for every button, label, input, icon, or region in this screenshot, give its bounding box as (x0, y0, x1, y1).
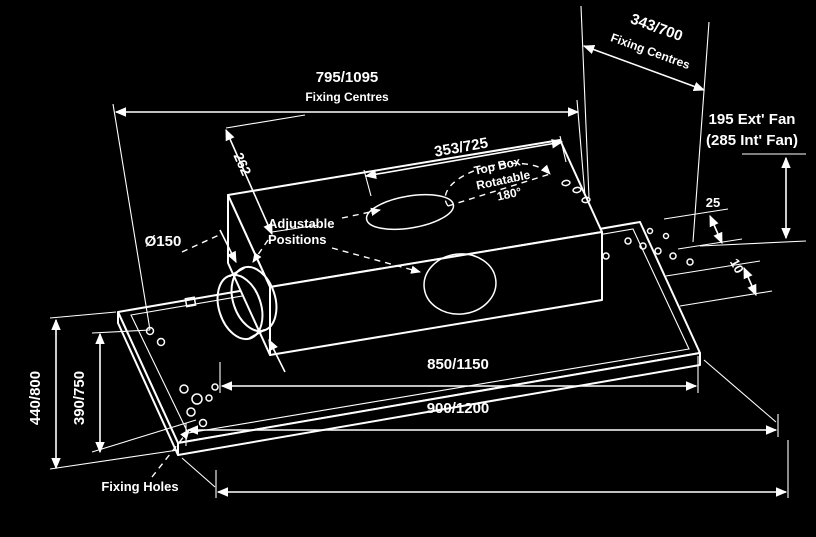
dimension-440-800: 440/800 (27, 311, 179, 470)
dimension-baseline (181, 440, 789, 498)
dimension-900-1200: 900/1200 (185, 359, 779, 446)
fixing-hole (211, 383, 219, 391)
extension-line (225, 114, 306, 129)
dimension-value: 440/800 (27, 371, 44, 425)
fixing-hole (156, 337, 166, 347)
fixing-hole (646, 227, 654, 235)
adjustable-arrow-front (331, 247, 422, 274)
fixing-hole (662, 232, 670, 240)
extension-line (699, 240, 807, 247)
dimension-795-1095: 795/1095 Fixing Centres (112, 69, 586, 331)
duct-spigot (216, 265, 278, 341)
fixing-hole (179, 384, 189, 394)
extension-line (49, 311, 117, 319)
dimension-line (709, 214, 723, 245)
duct-spigot-edge (249, 329, 265, 339)
dimension-value: 10 (727, 256, 747, 276)
dimension-value: 390/750 (71, 371, 88, 425)
extension-line (91, 329, 151, 334)
fixing-hole (186, 407, 196, 417)
extension-line (665, 260, 761, 277)
diameter-arrow-upper (219, 229, 237, 264)
label-adjustable-positions: Adjustable Positions (252, 207, 422, 274)
extension-line (703, 359, 777, 423)
leader-line (151, 429, 190, 478)
fixing-hole (654, 247, 662, 255)
fixing-slot (184, 296, 197, 308)
fixing-hole (561, 179, 571, 187)
extension-line (271, 224, 319, 233)
fixing-hole (624, 237, 632, 245)
dimension-10: 10 (665, 256, 773, 307)
extension-line (692, 21, 710, 243)
top-box-note-line3: 180° (496, 185, 523, 204)
extension-line (49, 449, 179, 470)
fixing-holes-label: Fixing Holes (101, 479, 178, 494)
duct-spigot-edge (229, 267, 245, 277)
extension-line (663, 208, 729, 220)
dimension-value: 262 (231, 150, 255, 178)
dimension-25: 25 (663, 195, 743, 250)
adjustable-positions-line2: Positions (268, 232, 327, 247)
dimension-390-750: 390/750 (71, 329, 197, 454)
leader-line (181, 234, 220, 253)
dimension-line (225, 128, 273, 236)
dimension-caption: Fixing Centres (305, 90, 389, 104)
fixing-hole (686, 258, 694, 266)
dimension-value: 25 (706, 195, 720, 210)
label-fixing-holes: Fixing Holes (101, 429, 190, 494)
dimension-value: Ø150 (145, 233, 182, 250)
fixing-hole (581, 196, 591, 204)
fixing-hole (572, 186, 582, 194)
dimension-diameter-150: Ø150 (145, 229, 286, 373)
dimension-line (582, 45, 706, 91)
extension-line (679, 290, 773, 307)
extension-line (580, 5, 590, 199)
dimension-value: 900/1200 (427, 400, 490, 417)
fixing-hole (639, 242, 647, 250)
extension-line (91, 419, 197, 453)
adjustable-arrow-side (252, 239, 269, 263)
fixing-hole (669, 252, 677, 260)
fixing-hole (205, 394, 213, 402)
diameter-arrow-lower (268, 338, 286, 373)
dimension-line (743, 266, 757, 297)
dimension-value-line1: 195 Ext' Fan (709, 111, 796, 128)
dimension-value: 795/1095 (316, 69, 379, 86)
rotation-arc-chord (447, 173, 551, 207)
dimension-195-ext-fan: 195 Ext' Fan (285 Int' Fan) (699, 111, 807, 247)
duct-hole-front (423, 253, 497, 315)
dimension-line (364, 139, 564, 179)
dimension-value-line2: (285 Int' Fan) (706, 132, 798, 149)
extension-line (112, 103, 151, 331)
dimension-343-700: 343/700 Fixing Centres (580, 5, 710, 243)
extension-line (181, 457, 216, 488)
dimension-850-1150: 850/1150 (219, 356, 699, 393)
fixing-hole (191, 393, 203, 405)
adjustable-positions-line1: Adjustable (268, 216, 334, 231)
dimension-value: 850/1150 (427, 356, 489, 373)
